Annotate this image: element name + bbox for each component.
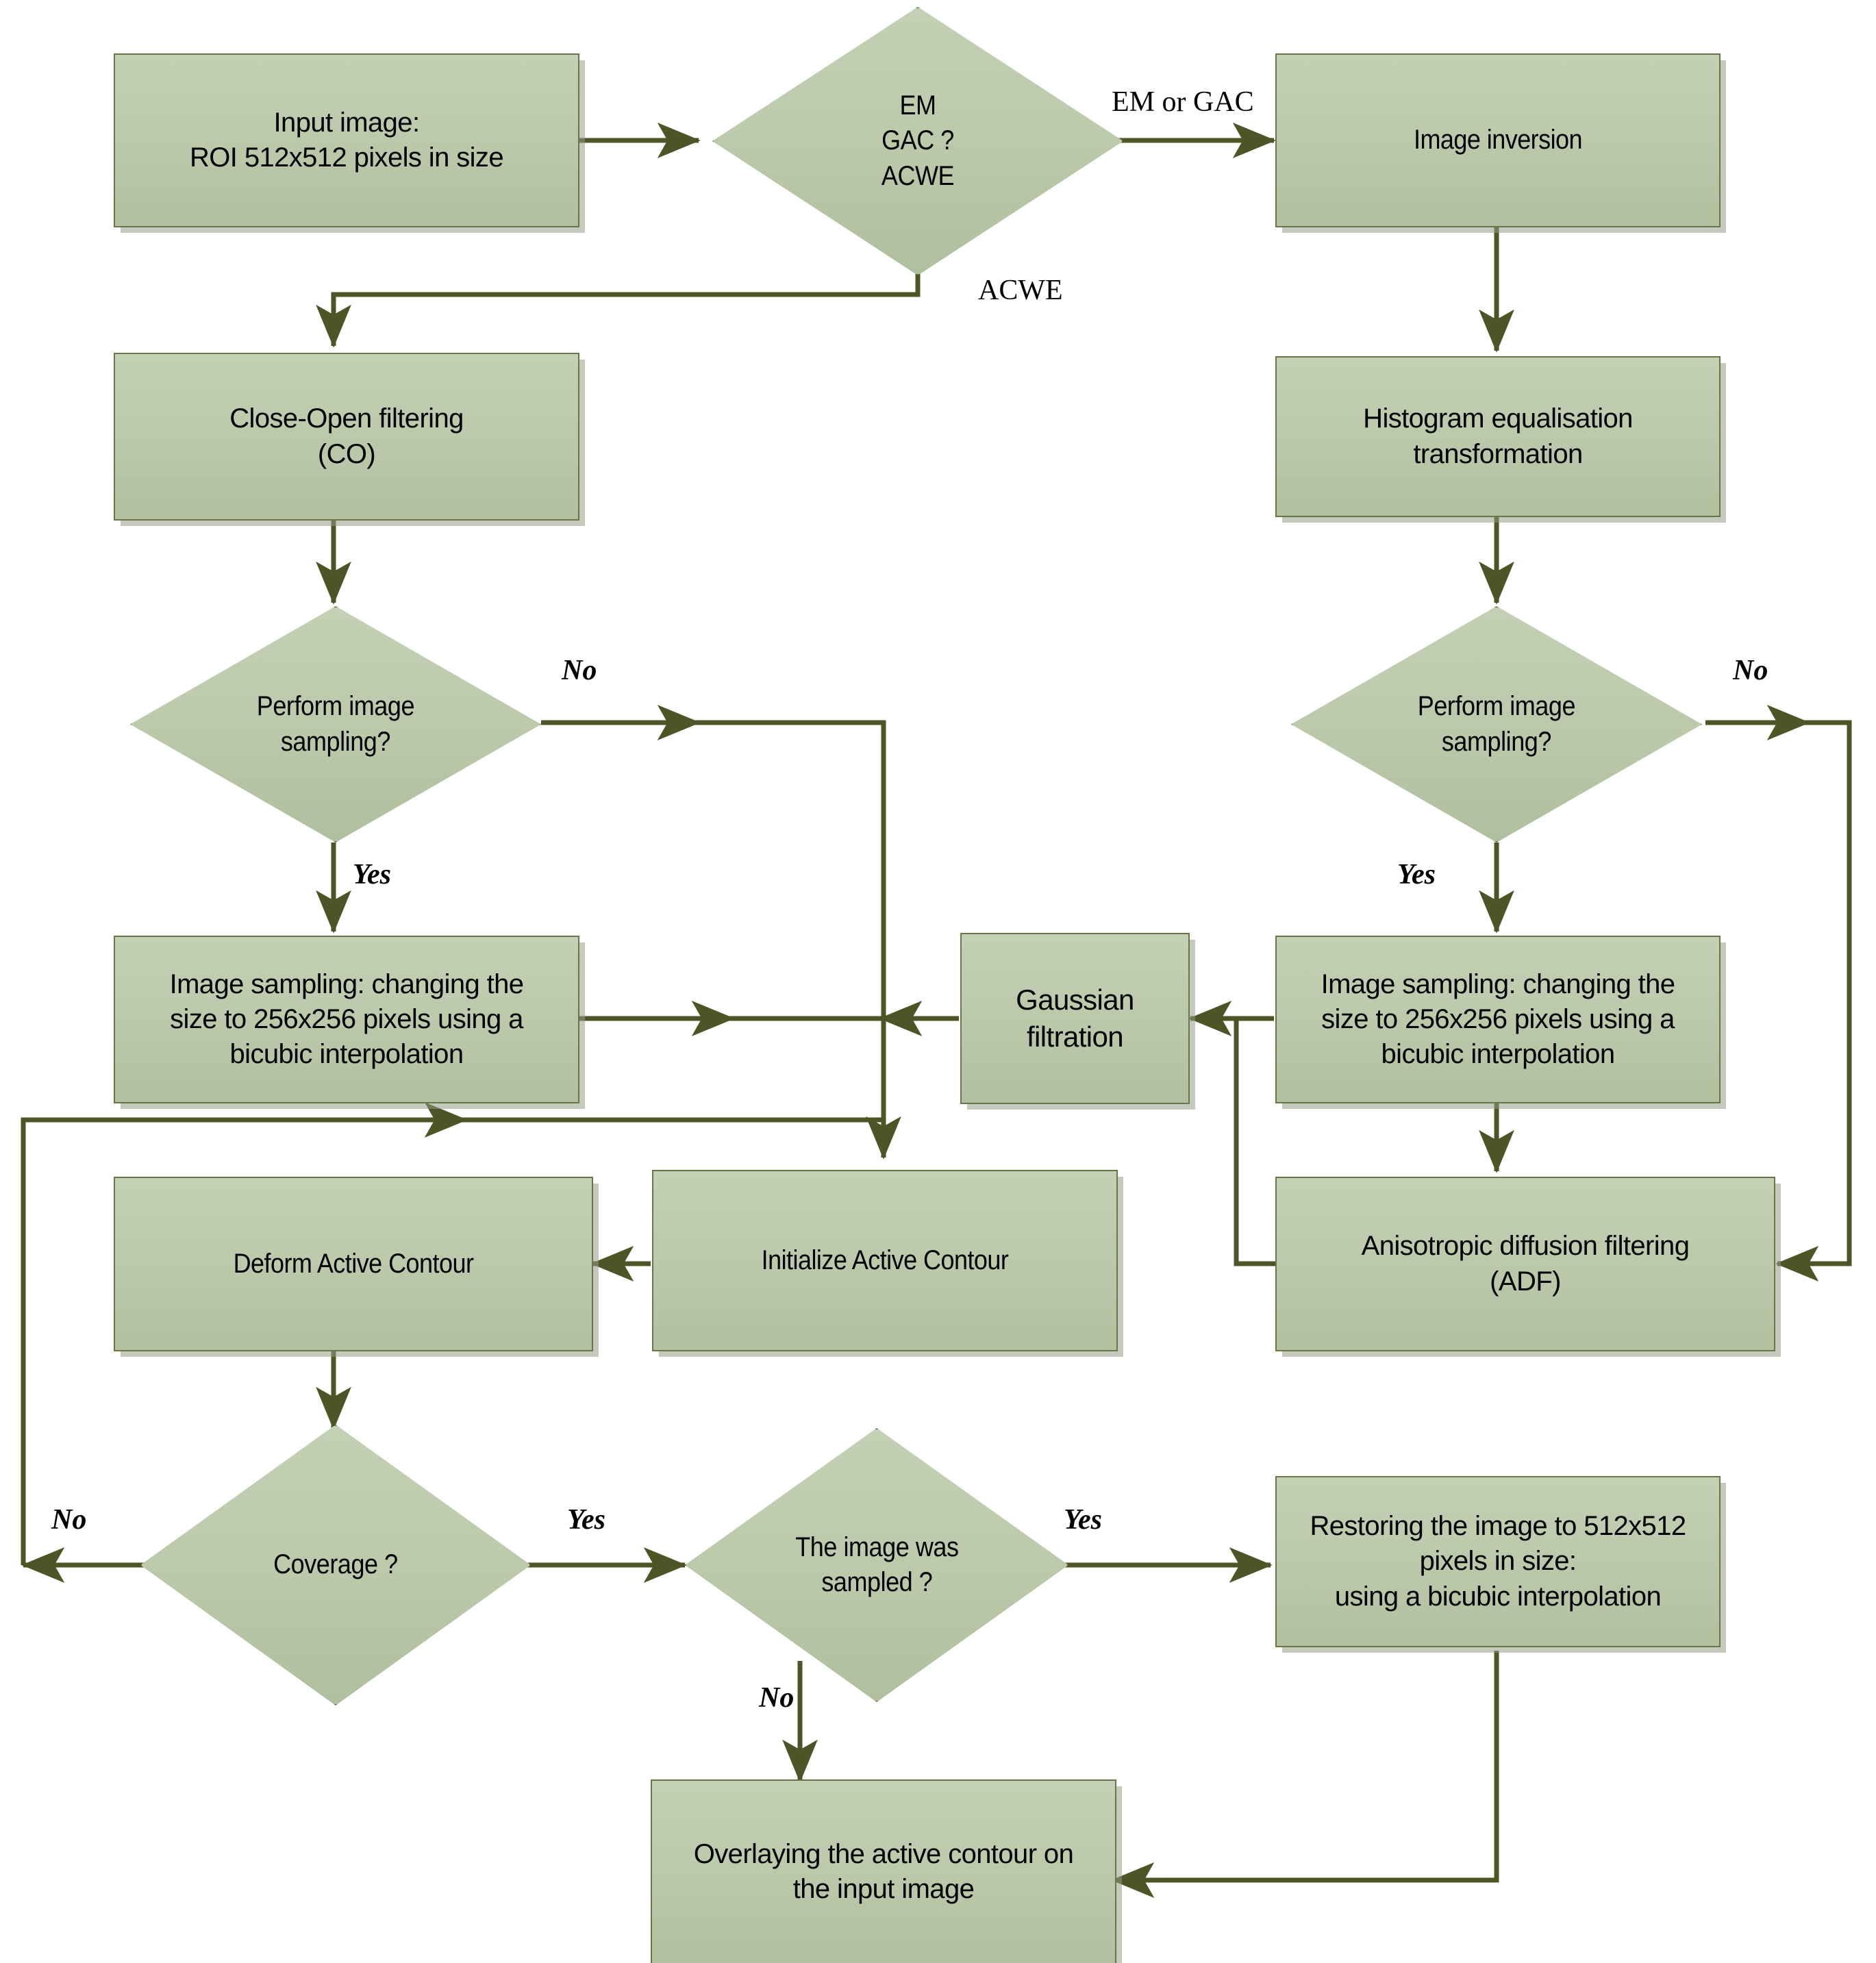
histogram-line2: transformation (1413, 438, 1583, 469)
edge-loopback-rail (21, 1117, 884, 1565)
image-sampling-right-line3: bicubic interpolation (1381, 1039, 1616, 1070)
edge-label-left-sampling-no: No (562, 655, 597, 686)
image-sampling-right-line2: size to 256x256 pixels using a (1321, 1003, 1675, 1034)
coverage-decision-label: Coverage ? (273, 1549, 398, 1580)
sampled-decision-line1: The image was (795, 1531, 959, 1562)
edge-label-coverage-no: No (51, 1504, 87, 1536)
edge-label-right-sampling-yes: Yes (1397, 859, 1436, 890)
initialize-active-contour-label: Initialize Active Contour (761, 1245, 1009, 1275)
edge-label-sampled-yes: Yes (1064, 1504, 1102, 1536)
node-method-decision[interactable]: EM GAC ? ACWE (712, 7, 1129, 282)
restoring-line2: pixels in size: (1419, 1546, 1577, 1577)
method-decision-line2: GAC ? (881, 125, 954, 156)
edge-label-right-sampling-no: No (1733, 655, 1768, 686)
node-perform-sampling-left[interactable]: Perform image sampling? (130, 606, 547, 849)
edge-label-acwe: ACWE (978, 275, 1063, 306)
adf-line2: (ADF) (1490, 1266, 1561, 1297)
edge-label-sampled-no: No (759, 1682, 795, 1714)
node-sampled-decision[interactable]: The image was sampled ? (685, 1428, 1075, 1708)
image-inversion-label: Image inversion (1413, 125, 1583, 155)
node-histogram-equalisation[interactable]: Histogram equalisation transformation (1275, 356, 1721, 517)
edge-label-coverage-yes: Yes (567, 1504, 605, 1536)
gaussian-line1: Gaussian (1016, 984, 1134, 1016)
node-restoring-image[interactable]: Restoring the image to 512x512 pixels in… (1275, 1476, 1721, 1647)
histogram-line1: Histogram equalisation (1363, 403, 1633, 434)
image-sampling-left-line3: bicubic interpolation (229, 1039, 464, 1070)
gaussian-line2: filtration (1026, 1021, 1124, 1053)
edge-sampling-right-no-drop (1775, 720, 1852, 1281)
node-perform-sampling-right[interactable]: Perform image sampling? (1291, 606, 1708, 849)
node-input-image[interactable]: Input image: ROI 512x512 pixels in size (114, 53, 579, 227)
node-initialize-active-contour[interactable]: Initialize Active Contour (652, 1170, 1118, 1351)
perform-sampling-right-line1: Perform image (1417, 691, 1576, 722)
edge-label-left-sampling-yes: Yes (353, 859, 391, 890)
adf-line1: Anisotropic diffusion filtering (1361, 1231, 1690, 1262)
input-image-line2: ROI 512x512 pixels in size (190, 142, 504, 173)
image-sampling-left-line2: size to 256x256 pixels using a (170, 1003, 523, 1034)
deform-active-contour-label: Deform Active Contour (233, 1248, 474, 1279)
edge-restoring-to-overlay (1111, 1651, 1499, 1898)
node-image-inversion[interactable]: Image inversion (1275, 53, 1721, 227)
edge-decision-acwe (316, 264, 921, 348)
method-decision-line1: EM (899, 90, 936, 121)
perform-sampling-left-line1: Perform image (256, 691, 415, 722)
perform-sampling-left-line2: sampling? (280, 726, 391, 757)
node-deform-active-contour[interactable]: Deform Active Contour (114, 1177, 593, 1351)
image-sampling-left-line1: Image sampling: changing the (169, 968, 524, 999)
node-anisotropic-diffusion-filtering[interactable]: Anisotropic diffusion filtering (ADF) (1275, 1177, 1775, 1351)
perform-sampling-right-line2: sampling? (1441, 726, 1552, 757)
overlay-line1: Overlaying the active contour on (693, 1838, 1074, 1869)
restoring-line3: using a bicubic interpolation (1334, 1581, 1662, 1612)
node-image-sampling-left[interactable]: Image sampling: changing the size to 256… (114, 936, 579, 1103)
node-overlay-contour[interactable]: Overlaying the active contour on the inp… (651, 1779, 1116, 1963)
close-open-line2: (CO) (317, 438, 376, 469)
edge-adf-left-rail (1190, 1016, 1275, 1266)
node-gaussian-filtration[interactable]: Gaussian filtration (960, 933, 1190, 1104)
node-coverage-decision[interactable]: Coverage ? (140, 1425, 537, 1712)
edge-label-em-or-gac: EM or GAC (1112, 86, 1254, 118)
edge-sampling-left-no-drop (692, 720, 901, 1160)
restoring-line1: Restoring the image to 512x512 (1310, 1511, 1686, 1542)
method-decision-line3: ACWE (881, 160, 955, 191)
sampled-decision-line2: sampled ? (821, 1567, 933, 1597)
node-image-sampling-right[interactable]: Image sampling: changing the size to 256… (1275, 936, 1721, 1103)
image-sampling-right-line1: Image sampling: changing the (1321, 968, 1675, 999)
node-close-open-filtering[interactable]: Close-Open filtering (CO) (114, 353, 579, 521)
input-image-line1: Input image: (273, 107, 421, 138)
close-open-line1: Close-Open filtering (229, 403, 464, 434)
overlay-line2: the input image (792, 1874, 975, 1904)
